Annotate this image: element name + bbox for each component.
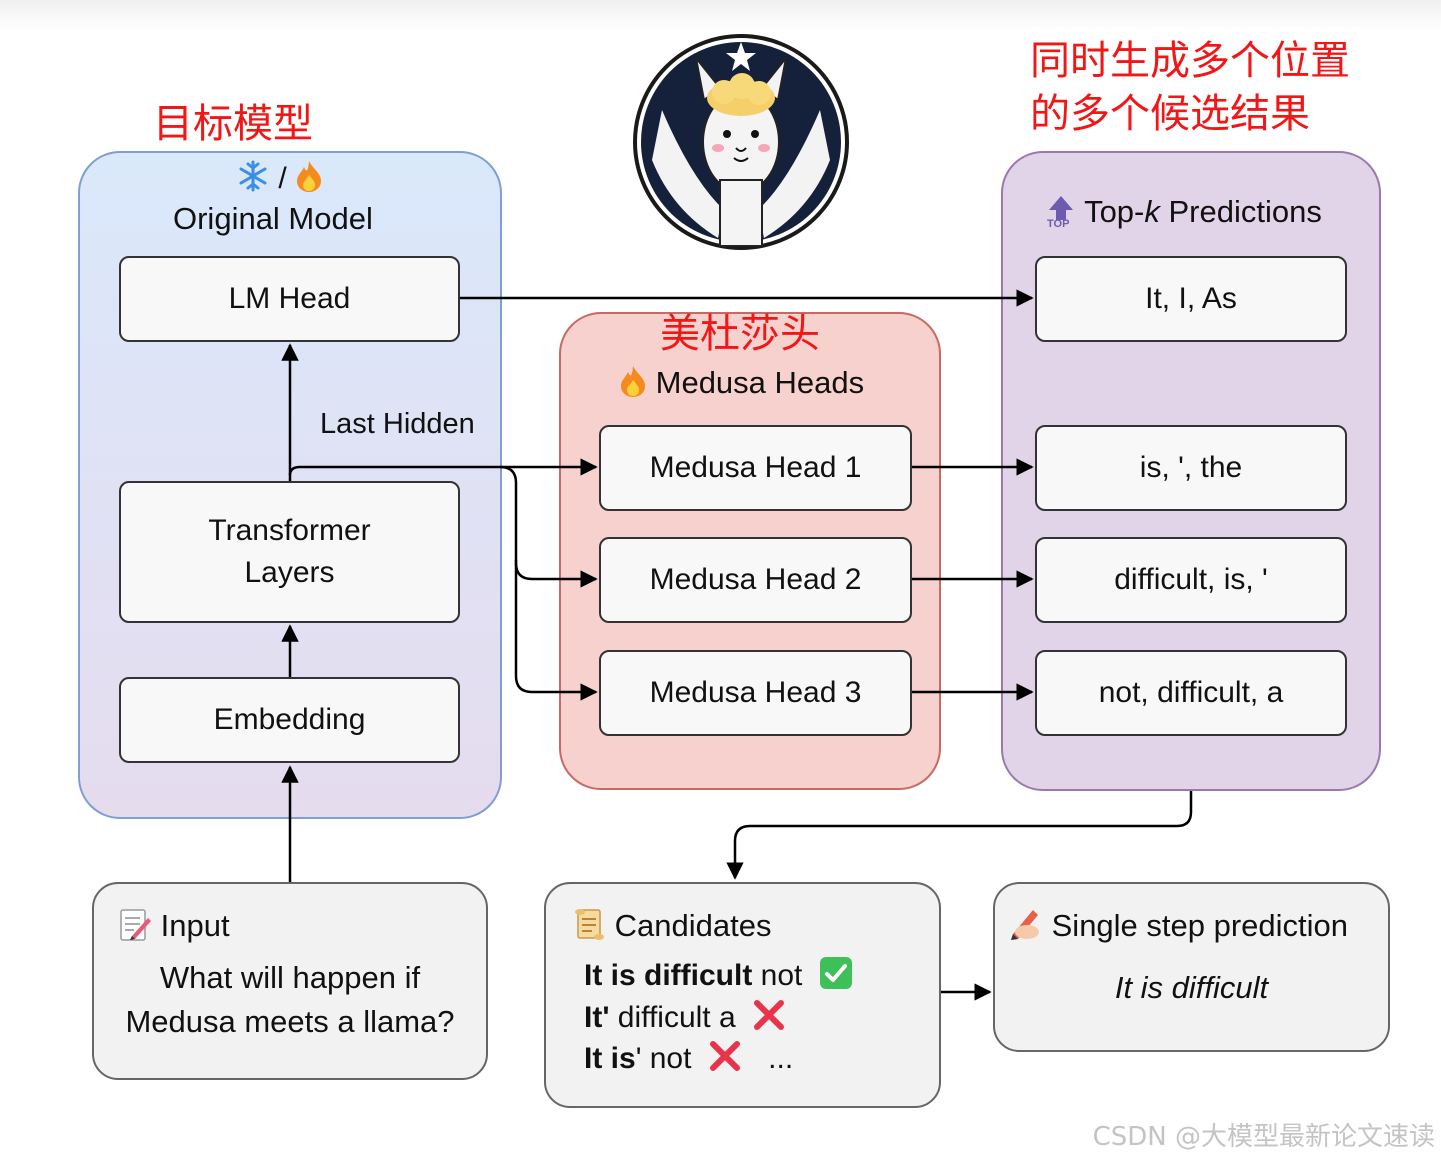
top-icon-text: TOP xyxy=(1047,218,1070,230)
candidates-card: Candidates It is difficult not It' diffi… xyxy=(544,882,941,1108)
candidates-title: Candidates xyxy=(614,908,772,944)
snowflake-icon xyxy=(236,159,270,201)
status-separator: / xyxy=(278,161,287,195)
topk-row-2: is, ', the xyxy=(1035,425,1347,511)
medusa-heads-annotation: 美杜莎头 xyxy=(660,311,820,357)
candidate-3-rest: ' not xyxy=(635,1041,692,1075)
transformer-line1: Transformer xyxy=(208,514,371,547)
fire-icon xyxy=(295,159,323,201)
candidate-2-accepted: It' xyxy=(584,1000,610,1034)
arrow-topk-to-candidates xyxy=(726,791,1193,880)
input-title: Input xyxy=(160,908,230,944)
medusa-head-2-box: Medusa Head 2 xyxy=(599,537,912,623)
prediction-title-row: Single step prediction xyxy=(1007,906,1348,950)
candidate-row-2: It' difficult a xyxy=(584,998,786,1040)
topk-row-1: It, I, As xyxy=(1035,256,1347,342)
cross-icon xyxy=(752,998,786,1040)
lm-head-box: LM Head xyxy=(119,256,460,342)
topk-row-3: difficult, is, ' xyxy=(1035,537,1347,623)
input-card: Input What will happen if Medusa meets a… xyxy=(92,882,488,1080)
topk-title-suffix: Predictions xyxy=(1159,194,1322,230)
topk-title-row: TOP Top-k Predictions xyxy=(1046,194,1322,234)
watermark: CSDN @大模型最新论文速读 xyxy=(1092,1122,1435,1152)
arrow-hidden-to-head1 xyxy=(288,458,598,476)
topk-title-k: k xyxy=(1144,194,1160,230)
medusa-heads-title-row: Medusa Heads xyxy=(619,364,864,406)
candidate-2-rest: difficult a xyxy=(609,1000,736,1034)
candidates-title-row: Candidates xyxy=(572,906,771,950)
model-status-icons: / xyxy=(236,159,323,201)
input-text-line1: What will happen if xyxy=(159,960,421,995)
medusa-llama-logo xyxy=(633,34,849,250)
check-icon xyxy=(819,956,853,998)
target-model-annotation: 目标模型 xyxy=(153,101,313,147)
candidate-1-accepted: It is difficult xyxy=(584,958,753,992)
medusa-heads-title: Medusa Heads xyxy=(655,365,865,401)
transformer-layers-box: Transformer Layers xyxy=(119,481,460,623)
memo-icon xyxy=(118,906,152,950)
fire-icon xyxy=(619,364,647,406)
prediction-text: It is difficult xyxy=(1114,970,1269,1005)
input-text-line2: Medusa meets a llama? xyxy=(125,1004,455,1039)
topk-row-4: not, difficult, a xyxy=(1035,650,1347,736)
multi-position-annotation-line2: 的多个候选结果 xyxy=(1030,91,1310,137)
multi-position-annotation-line1: 同时生成多个位置 xyxy=(1030,38,1350,84)
top-fade xyxy=(0,0,1441,30)
writing-hand-icon xyxy=(1007,906,1043,950)
embedding-box: Embedding xyxy=(119,677,460,763)
arrow-hidden-to-head2 xyxy=(499,465,598,588)
medusa-head-1-box: Medusa Head 1 xyxy=(599,425,912,511)
candidate-3-accepted: It is xyxy=(584,1041,636,1075)
topk-title-prefix: Top- xyxy=(1084,194,1145,230)
candidates-ellipsis: ... xyxy=(768,1041,794,1075)
candidate-row-1: It is difficult not xyxy=(584,956,853,998)
input-title-row: Input xyxy=(118,906,230,950)
single-step-prediction-card: Single step prediction It is difficult xyxy=(993,882,1390,1052)
arrow-hidden-to-head3 xyxy=(514,560,598,701)
medusa-head-3-box: Medusa Head 3 xyxy=(599,650,912,736)
top-arrow-icon: TOP xyxy=(1046,194,1076,234)
original-model-title: Original Model xyxy=(173,201,373,236)
prediction-title: Single step prediction xyxy=(1051,908,1349,944)
transformer-line2: Layers xyxy=(244,556,335,589)
last-hidden-label: Last Hidden xyxy=(320,408,475,440)
scroll-icon xyxy=(572,906,606,950)
candidate-1-rest: not xyxy=(752,958,803,992)
candidate-row-3: It is' not ... xyxy=(584,1039,793,1081)
cross-icon xyxy=(708,1039,742,1081)
